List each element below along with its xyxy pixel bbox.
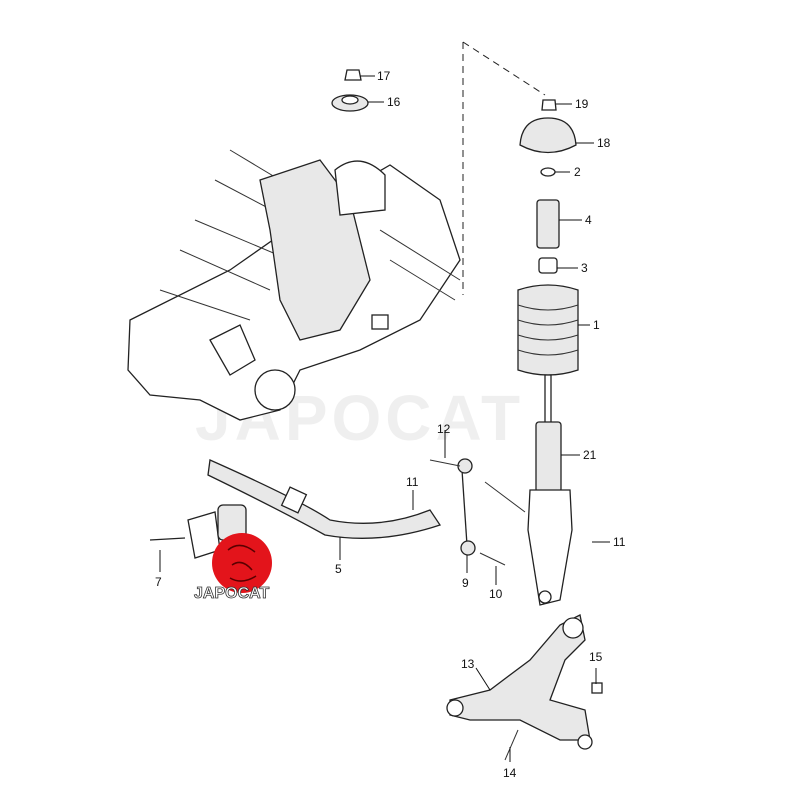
callout-12: 12 xyxy=(437,422,451,436)
callout-18: 18 xyxy=(597,136,611,150)
callout-14: 14 xyxy=(503,766,517,780)
stabilizer-bar xyxy=(149,459,442,559)
control-arm xyxy=(446,614,603,761)
callout-15: 15 xyxy=(589,650,603,664)
callout-2: 2 xyxy=(574,165,581,179)
callout-3: 3 xyxy=(581,261,588,275)
callout-21: 21 xyxy=(583,448,597,462)
logo-text: JAPOCAT xyxy=(194,585,269,602)
japocat-logo: JAPOCAT xyxy=(194,533,272,602)
callout-11-left: 11 xyxy=(406,475,419,489)
callout-4: 4 xyxy=(585,213,592,227)
callout-11-right: 11 xyxy=(613,535,626,549)
mount-bushing-16 xyxy=(331,69,369,112)
coupling-rod xyxy=(429,458,526,566)
callout-7: 7 xyxy=(155,575,162,589)
callout-9: 9 xyxy=(462,576,469,590)
callout-5: 5 xyxy=(335,562,342,576)
callout-17: 17 xyxy=(377,69,391,83)
callout-16: 16 xyxy=(387,95,401,109)
callout-13: 13 xyxy=(461,657,475,671)
callout-1: 1 xyxy=(593,318,600,332)
subframe xyxy=(127,149,461,421)
callout-19: 19 xyxy=(575,97,589,111)
strut-assembly xyxy=(517,99,579,606)
callout-10: 10 xyxy=(489,587,503,601)
